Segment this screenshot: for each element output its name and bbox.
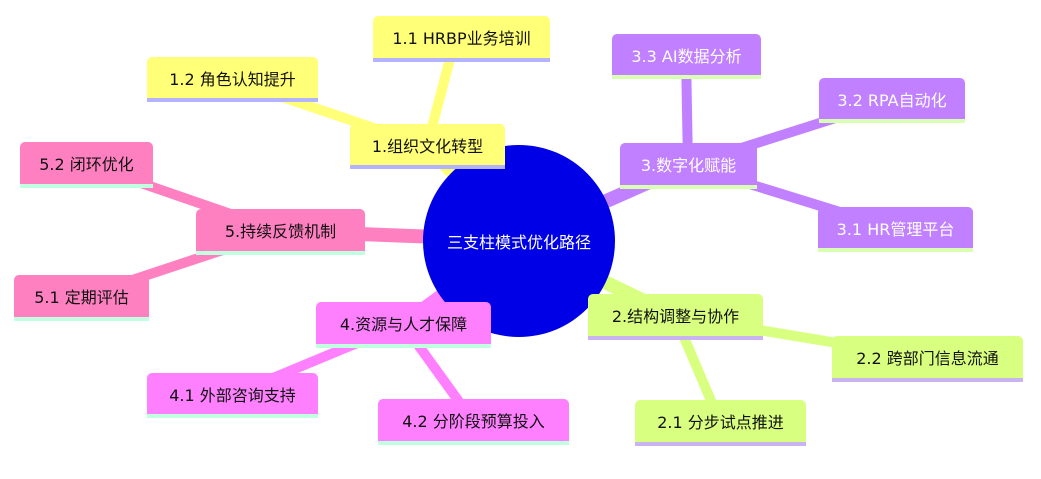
- node-4-2[interactable]: 4.2 分阶段预算投入: [378, 399, 569, 445]
- node-3-1[interactable]: 3.1 HR管理平台: [818, 207, 973, 252]
- branch-1-node[interactable]: 1.组织文化转型: [350, 124, 505, 169]
- node-4-1[interactable]: 4.1 外部咨询支持: [147, 373, 318, 418]
- branch-2-node[interactable]: 2.结构调整与协作: [588, 294, 763, 340]
- node-3-2[interactable]: 3.2 RPA自动化: [819, 78, 965, 123]
- node-1-1[interactable]: 1.1 HRBP业务培训: [373, 16, 550, 62]
- node-1-2[interactable]: 1.2 角色认知提升: [147, 57, 318, 102]
- node-5-2[interactable]: 5.2 闭环优化: [20, 142, 153, 188]
- branch-4-node[interactable]: 4.资源与人才保障: [316, 302, 491, 348]
- branch-3-node[interactable]: 3.数字化赋能: [620, 143, 757, 189]
- node-3-3[interactable]: 3.3 AI数据分析: [612, 34, 761, 79]
- node-2-1[interactable]: 2.1 分步试点推进: [635, 400, 806, 446]
- branch-5-node[interactable]: 5.持续反馈机制: [196, 209, 365, 255]
- node-5-1[interactable]: 5.1 定期评估: [14, 275, 149, 321]
- node-2-2[interactable]: 2.2 跨部门信息流通: [832, 336, 1023, 382]
- root-label: 三支柱模式优化路径: [446, 233, 591, 252]
